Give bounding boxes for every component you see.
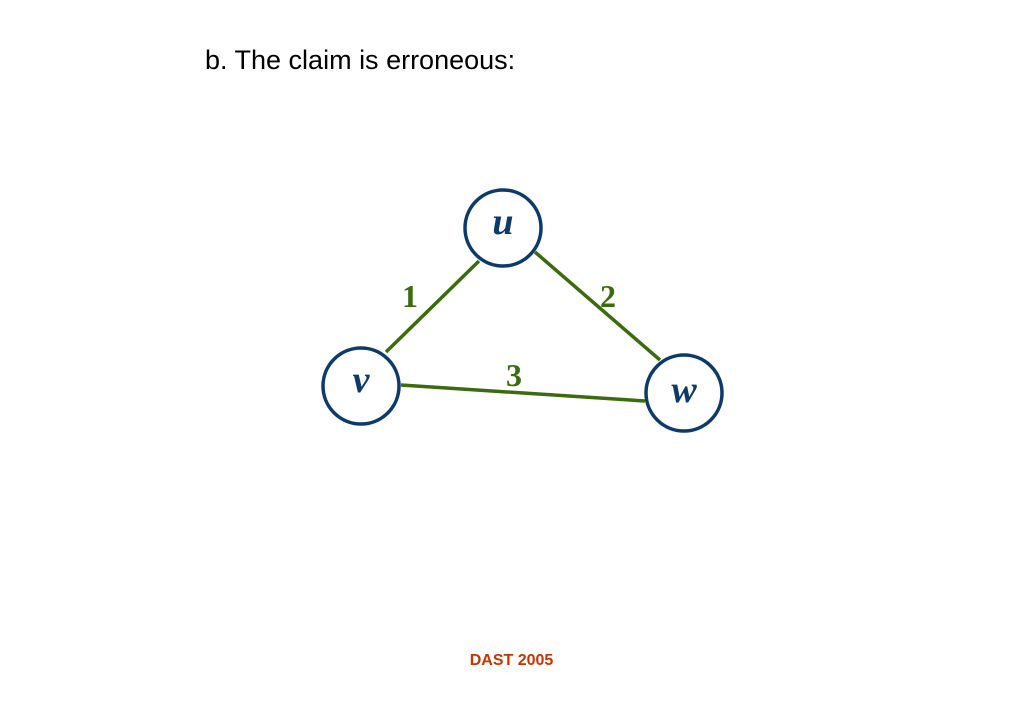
node-v-circle — [321, 346, 401, 426]
edge-u-w — [533, 250, 662, 362]
node-v[interactable]: v — [321, 346, 401, 426]
slide-title: b. The claim is erroneous: — [205, 45, 516, 75]
edge-weight-u-v: 1 — [402, 278, 418, 314]
edge-u-v — [384, 259, 481, 354]
node-u-label: u — [492, 201, 513, 243]
footer-label: DAST 2005 — [469, 652, 554, 669]
node-w-circle — [644, 353, 724, 433]
edge-weight-v-w: 3 — [506, 357, 522, 393]
node-v-label: v — [353, 359, 371, 401]
node-u-circle — [463, 188, 543, 268]
edge-v-w — [400, 383, 646, 403]
edge-weight-u-w: 2 — [600, 278, 616, 314]
node-w-label: w — [671, 369, 697, 411]
node-u[interactable]: u — [463, 188, 543, 268]
node-w[interactable]: w — [644, 353, 724, 433]
